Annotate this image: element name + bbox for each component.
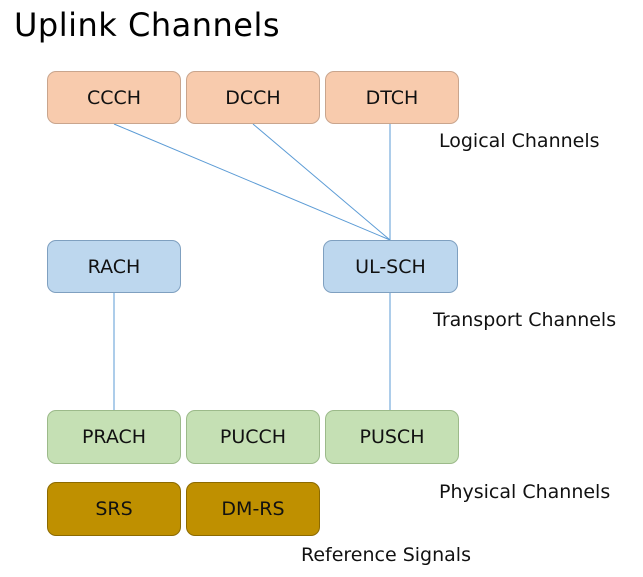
node-dtch: DTCH <box>325 71 459 124</box>
node-pusch: PUSCH <box>325 410 459 464</box>
label-logical-channels: Logical Channels <box>439 130 600 152</box>
node-dm-rs: DM-RS <box>186 482 320 536</box>
label-reference-signals: Reference Signals <box>301 544 471 566</box>
link-dcch-ulsch <box>252 123 391 241</box>
link-ccch-ulsch <box>113 123 391 241</box>
node-ccch: CCCH <box>47 71 181 124</box>
diagram-title: Uplink Channels <box>14 6 281 44</box>
node-pucch: PUCCH <box>186 410 320 464</box>
node-rach: RACH <box>47 240 181 293</box>
node-ul-sch: UL-SCH <box>323 240 458 293</box>
node-srs: SRS <box>47 482 181 536</box>
node-prach: PRACH <box>47 410 181 464</box>
label-transport-channels: Transport Channels <box>433 309 617 331</box>
label-physical-channels: Physical Channels <box>439 481 611 503</box>
node-dcch: DCCH <box>186 71 320 124</box>
